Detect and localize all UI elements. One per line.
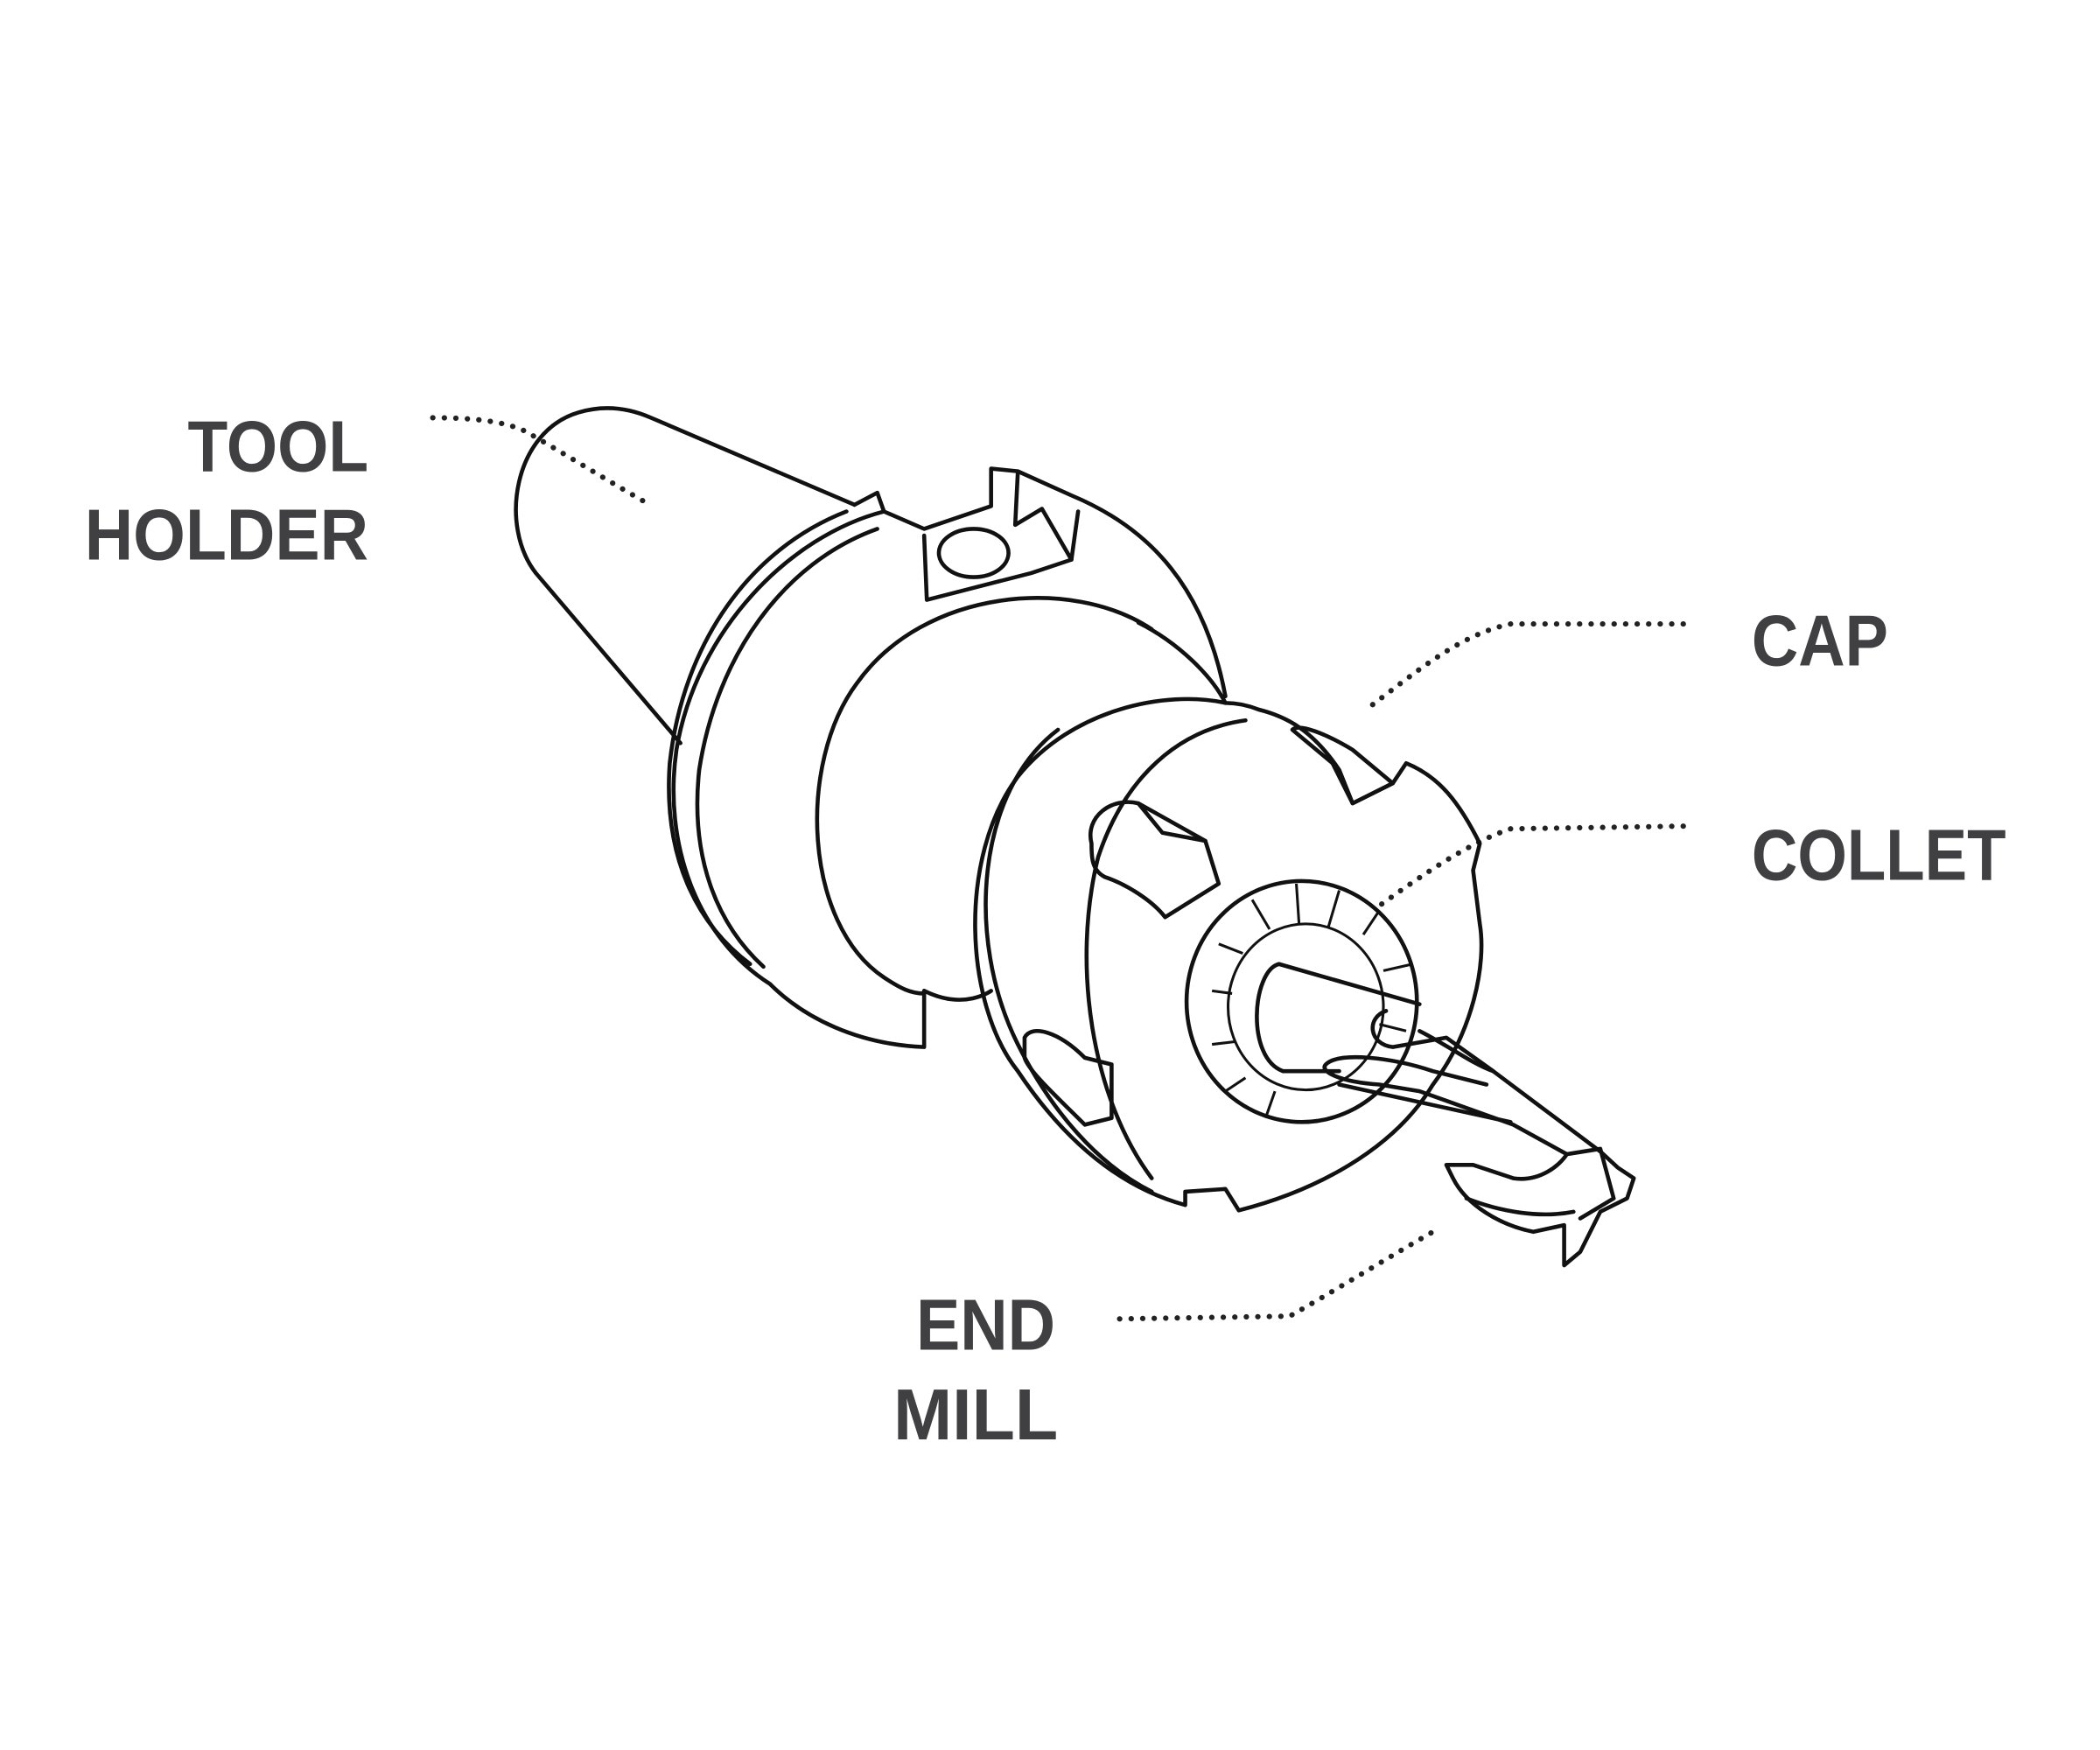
label-tool: TOOL (188, 406, 369, 487)
collet-slits (1211, 883, 1414, 1119)
label-end: END (916, 1284, 1055, 1365)
label-collet: COLLET (1752, 814, 2006, 895)
leader-end-mill (1116, 1228, 1436, 1322)
label-mill: MILL (893, 1374, 1058, 1455)
leader-cap (1363, 621, 1686, 713)
flange (671, 490, 927, 1049)
taper-cone (514, 406, 857, 746)
cap-slot (1022, 1029, 1114, 1127)
end-mill (1322, 1009, 1636, 1268)
cap-slot (1088, 800, 1222, 920)
end-mill-shank (1255, 962, 1341, 1074)
leader-collet (1369, 823, 1686, 914)
label-cap: CAP (1752, 600, 1888, 682)
holder-body (815, 596, 1154, 996)
tool-holder-illustration (514, 406, 1636, 1268)
cap-body (973, 696, 1484, 1213)
leader-tool-holder (430, 415, 655, 509)
cap-slot (1290, 725, 1396, 806)
label-holder: HOLDER (85, 494, 368, 576)
